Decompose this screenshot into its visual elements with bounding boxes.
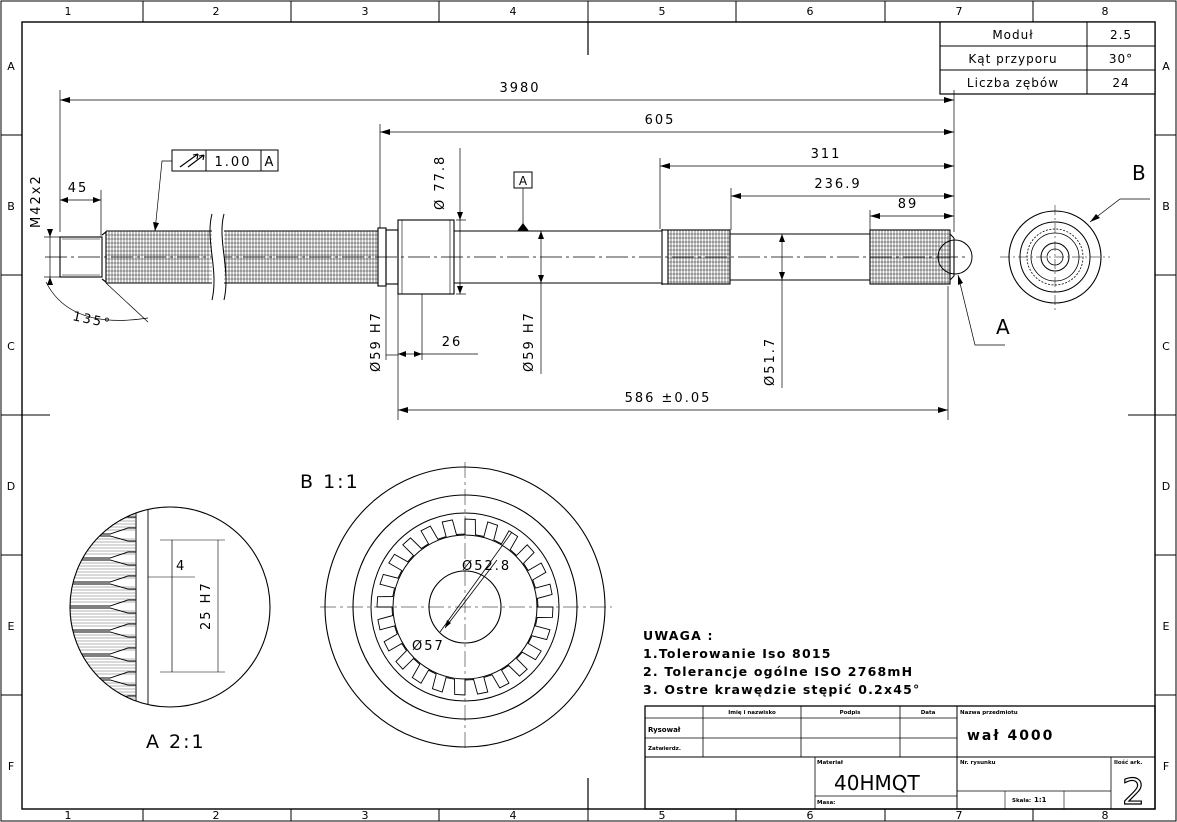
zone-row-c-right: C: [1162, 340, 1170, 353]
zone-col-4-bottom: 4: [510, 809, 517, 822]
zone-row-e-right: E: [1163, 620, 1170, 633]
tb-sheets-label: Ilość ark.: [1114, 759, 1142, 766]
tb-scale: 1:1: [1034, 796, 1047, 804]
dimension-texts: 3980 605 311 236.9 89 45 M42x2 135° Ø 77…: [29, 81, 919, 406]
dim-dia-52-8: Ø52.8: [462, 559, 511, 574]
zone-col-3-bottom: 3: [362, 809, 369, 822]
tb-col-name: Imię i nazwisko: [728, 710, 776, 716]
datum-letter: A: [519, 174, 528, 188]
view-b-section: [320, 462, 612, 752]
tb-part-name: wał 4000: [967, 728, 1054, 744]
zone-col-7-bottom: 7: [956, 809, 963, 822]
callout-b: B: [1132, 161, 1146, 185]
tb-col-date: Data: [921, 710, 936, 716]
zone-row-f: F: [8, 760, 14, 773]
end-view-small: [1000, 205, 1110, 310]
zone-col-6-bottom: 6: [807, 809, 814, 822]
zone-col-8-bottom: 8: [1102, 809, 1109, 822]
zone-col-7: 7: [956, 5, 963, 18]
notes-block: UWAGA : 1.Tolerowanie Iso 8015 2. Tolera…: [643, 628, 920, 697]
zone-row-d-right: D: [1162, 480, 1170, 493]
dim-overall-length: 3980: [499, 81, 540, 96]
zone-col-2-bottom: 2: [213, 809, 220, 822]
tb-part-name-label: Nazwa przedmiotu: [960, 710, 1018, 716]
gear-table-value-pressure-angle: 30°: [1109, 52, 1133, 66]
dim-89: 89: [898, 197, 919, 212]
datum-box: A: [513, 171, 533, 189]
zone-col-4: 4: [510, 5, 517, 18]
note-item-3: 3. Ostre krawędzie stępić 0.2x45°: [643, 682, 920, 697]
note-item-2: 2. Tolerancje ogólne ISO 2768mH: [643, 664, 913, 679]
gear-table-label-teeth: Liczba zębów: [967, 76, 1059, 90]
detail-dim-4: 4: [176, 559, 186, 574]
tb-drawing-no-label: Nr. rysunku: [960, 760, 996, 766]
tb-material-label: Materiał: [817, 760, 844, 766]
zone-row-e: E: [8, 620, 15, 633]
zone-row-b: B: [7, 200, 15, 213]
title-block: [644, 705, 1156, 810]
dim-dia-59-mid: Ø59 H7: [522, 311, 537, 372]
zone-row-a: A: [7, 60, 15, 73]
dim-dia-51-7: Ø51.7: [763, 337, 778, 386]
zone-col-1-bottom: 1: [65, 809, 72, 822]
gear-table-label-pressure-angle: Kąt przyporu: [968, 52, 1057, 66]
gear-table-value-teeth: 24: [1112, 76, 1129, 90]
zone-rows: A B C D E F A B C D E F: [1, 60, 1176, 773]
tolerance-value: 1.00: [215, 155, 252, 170]
gear-table-label-module: Moduł: [992, 28, 1033, 42]
notes-title: UWAGA :: [643, 628, 714, 643]
dim-311: 311: [811, 147, 842, 162]
zone-col-2: 2: [213, 5, 220, 18]
drawing-frame: [21, 21, 1156, 810]
dim-586: 586 ±0.05: [625, 391, 712, 406]
tb-col-sign: Podpis: [840, 710, 862, 716]
tb-row-approved: Zatwierdz.: [648, 746, 681, 752]
zone-col-3: 3: [362, 5, 369, 18]
dimension-lines: [44, 90, 1150, 420]
callout-a: A: [996, 315, 1010, 339]
zone-col-6: 6: [807, 5, 814, 18]
dim-thread-m42x2: M42x2: [29, 174, 44, 228]
zone-row-a-right: A: [1162, 60, 1170, 73]
gear-data-table: Moduł 2.5 Kąt przyporu 30° Liczba zębów …: [939, 21, 1156, 95]
zone-row-c: C: [7, 340, 15, 353]
note-item-1: 1.Tolerowanie Iso 8015: [643, 646, 832, 661]
gear-table-value-module: 2.5: [1110, 28, 1132, 42]
zone-col-1: 1: [65, 5, 72, 18]
zone-columns: 1 2 3 4 5 6 7 8 1 2 3 4 5 6 7 8: [65, 1, 1109, 822]
tb-row-drawn: Rysował: [648, 726, 681, 734]
dim-dia-57: Ø57: [412, 639, 445, 654]
zone-row-b-right: B: [1162, 200, 1170, 213]
shaft-main-view: [45, 213, 973, 301]
dim-605: 605: [645, 113, 676, 128]
runout-tolerance-frame: 1.00 A: [171, 149, 279, 172]
detail-dim-25h7: 25 H7: [199, 581, 214, 630]
tb-mass-label: Masa:: [817, 800, 835, 806]
dim-45: 45: [68, 181, 89, 196]
view-b-label: B 1:1: [300, 471, 360, 493]
view-a-label: A 2:1: [146, 731, 206, 753]
detail-a-view: [69, 506, 271, 708]
zone-col-8: 8: [1102, 5, 1109, 18]
dim-dia-59-left: Ø59 H7: [369, 311, 384, 372]
dim-angle-135: 135°: [71, 309, 113, 332]
tb-scale-label: Skala:: [1012, 798, 1031, 804]
zone-col-5: 5: [659, 5, 666, 18]
tb-material: 40HMQT: [834, 771, 920, 795]
zone-row-d: D: [7, 480, 15, 493]
zone-col-5-bottom: 5: [659, 809, 666, 822]
dim-26: 26: [442, 335, 463, 350]
zone-row-f-right: F: [1163, 760, 1169, 773]
title-block-text: Imię i nazwisko Podpis Data Rysował Zatw…: [648, 710, 1146, 814]
tb-sheets: 2: [1122, 772, 1145, 813]
tolerance-datum: A: [265, 155, 276, 170]
dim-dia-77-8: Ø 77.8: [433, 155, 448, 210]
dim-236-9: 236.9: [814, 177, 861, 192]
runout-icon: [179, 153, 205, 168]
